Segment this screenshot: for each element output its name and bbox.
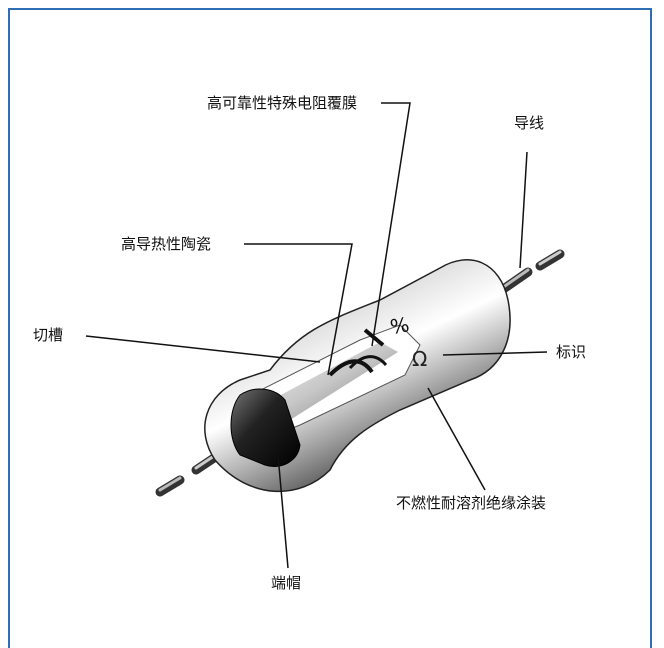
percent-mark: % — [388, 312, 411, 339]
diagram-frame — [8, 8, 652, 648]
resistor-diagram: % Ω — [85, 102, 565, 569]
label-marking: 标识 — [556, 343, 587, 361]
leader-lines — [85, 102, 548, 569]
label-ceramic: 高导热性陶瓷 — [121, 235, 212, 253]
lead-wire-right — [497, 249, 565, 295]
ohm-mark: Ω — [412, 347, 427, 371]
label-film: 高可靠性特殊电阻覆膜 — [207, 94, 358, 112]
leader-cap — [277, 454, 289, 569]
leader-marking — [442, 351, 548, 356]
label-cap: 端帽 — [271, 574, 302, 592]
leader-film — [371, 102, 411, 347]
label-lead: 导线 — [514, 114, 545, 132]
leader-groove — [85, 335, 321, 363]
label-groove: 切槽 — [33, 326, 64, 344]
end-cap — [230, 388, 301, 467]
leader-lead — [519, 151, 528, 269]
leader-ceramic — [244, 243, 353, 376]
leader-coating — [427, 387, 486, 491]
label-coating: 不燃性耐溶剂绝缘涂装 — [396, 494, 547, 512]
